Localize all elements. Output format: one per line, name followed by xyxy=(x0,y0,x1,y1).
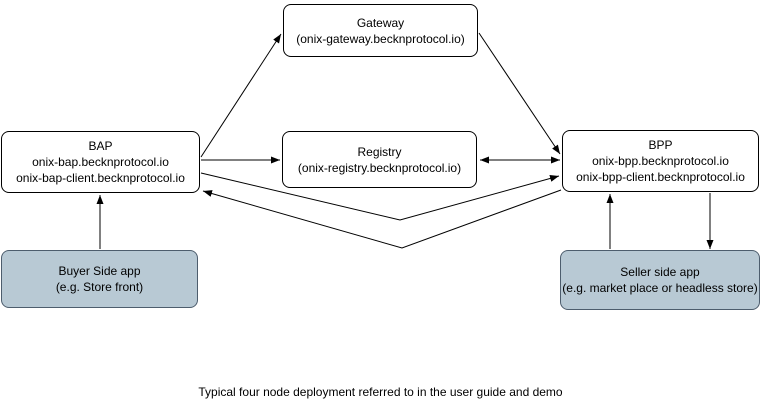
edge-bap-to-gateway-arrow xyxy=(200,33,282,158)
node-bap: BAP onix-bap.becknprotocol.io onix-bap-c… xyxy=(1,131,200,193)
node-seller-example: (e.g. market place or headless store) xyxy=(562,281,758,295)
node-gateway-title: Gateway xyxy=(356,15,405,30)
node-bpp-title: BPP xyxy=(648,138,673,152)
node-bap-domain: onix-bap.becknprotocol.io xyxy=(32,155,169,169)
node-bap-title: BAP xyxy=(88,139,113,153)
node-bpp: BPP onix-bpp.becknprotocol.io onix-bpp-c… xyxy=(562,130,759,192)
edge-bap-to-bpp-arrow xyxy=(200,172,560,221)
node-bpp-client-domain: onix-bpp-client.becknprotocol.io xyxy=(576,170,745,184)
node-gateway-domain: (onix-gateway.becknprotocol.io) xyxy=(296,31,465,46)
node-buyer-example: (e.g. Store front) xyxy=(55,280,144,294)
node-buyer-side-app: Buyer Side app (e.g. Store front) xyxy=(1,250,198,308)
node-registry-domain: (onix-registry.becknprotocol.io) xyxy=(297,160,462,175)
node-bap-client-domain: onix-bap-client.becknprotocol.io xyxy=(16,171,185,185)
edge-bpp-to-bap-arrow xyxy=(202,189,562,249)
node-buyer-title: Buyer Side app xyxy=(58,264,141,278)
node-seller-title: Seller side app xyxy=(620,265,700,279)
node-bpp-domain: onix-bpp.becknprotocol.io xyxy=(592,154,729,168)
node-registry-title: Registry xyxy=(357,144,402,159)
node-seller-side-app: Seller side app (e.g. market place or he… xyxy=(560,250,760,310)
edge-gateway-to-bpp-arrow xyxy=(478,32,561,155)
node-gateway: Gateway (onix-gateway.becknprotocol.io) xyxy=(283,4,478,57)
node-registry: Registry (onix-registry.becknprotocol.io… xyxy=(282,131,477,188)
diagram-caption: Typical four node deployment referred to… xyxy=(198,385,563,399)
